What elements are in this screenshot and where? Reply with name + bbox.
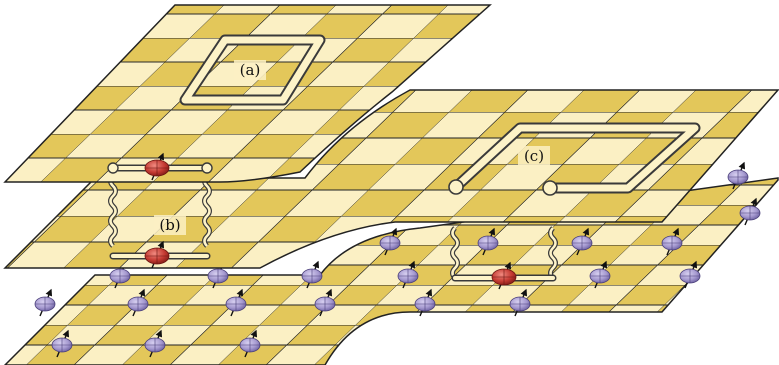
loop-a — [179, 34, 326, 106]
label-c: (c) — [524, 147, 544, 165]
lower-sheet — [3, 177, 779, 365]
label-b-bg — [154, 215, 186, 235]
upper-sheet — [3, 4, 492, 183]
label-c-bg — [518, 146, 550, 166]
label-a-bg — [234, 60, 266, 80]
spin-icon — [35, 290, 55, 316]
label-b: (b) — [159, 216, 180, 234]
middle-sheet — [3, 89, 779, 269]
label-a: (a) — [240, 61, 261, 79]
loop-c — [448, 122, 701, 196]
